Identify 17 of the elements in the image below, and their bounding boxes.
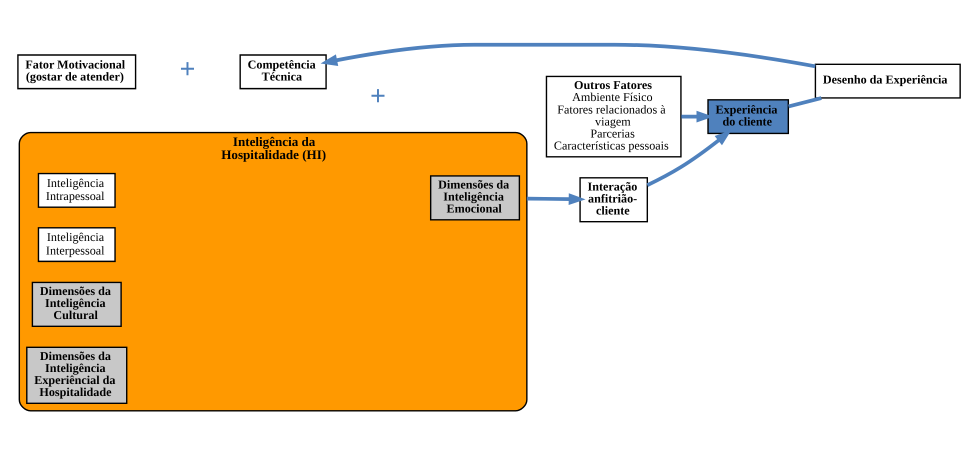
node-box: Experiência do cliente [707,98,790,134]
node-box: Competência Técnica [239,54,327,89]
node-box: Fator Motivacional (gostar de atender) [17,54,136,89]
node-box: Inteligência Interpessoal [38,226,116,262]
node-box: Inteligência Intrapessoal [38,172,116,208]
connector [788,96,822,108]
label: + [179,53,196,84]
arrow [646,130,732,186]
node-box: Dimensões da Inteligência Emocional [430,174,520,220]
arrow [526,192,586,205]
node-box: Interação anfitrião- cliente [579,176,648,222]
node-box: Dimensões da Inteligência Experiêncial da Hospitalidade [26,346,128,404]
arrow [320,42,816,68]
node-box: Desenho da Experiência [814,63,961,98]
label: + [370,80,386,112]
node-box: Dimensões da Inteligência Cultural [32,281,122,326]
node-box: Outros Fatores Ambiente Físico Fatores relacionados à viagem Parcerias Características pessoais [546,75,682,157]
